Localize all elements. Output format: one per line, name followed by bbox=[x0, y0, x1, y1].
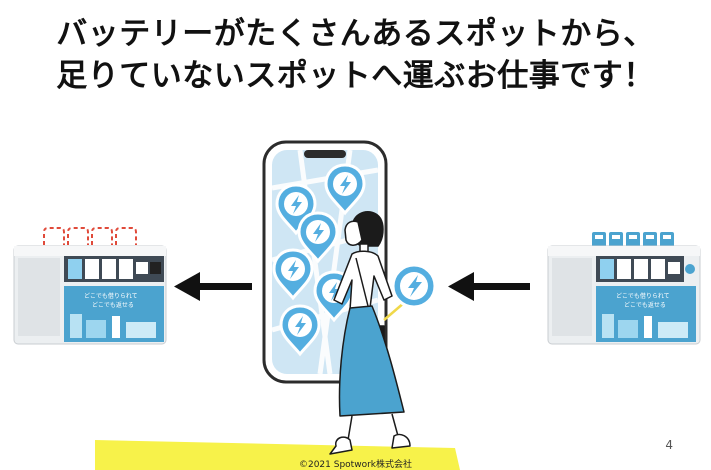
arrow-left-icon bbox=[174, 272, 252, 301]
info-dot bbox=[685, 264, 695, 274]
left-banner-text-1: どこでも借りられて bbox=[84, 292, 138, 300]
left-banner-text-2: どこでも返せる bbox=[92, 301, 134, 309]
headline-line-2: 足りていないスポットへ運ぶお仕事です！ bbox=[56, 58, 655, 94]
walking-woman bbox=[329, 211, 413, 455]
arrow-left-icon bbox=[448, 272, 530, 301]
missing-batteries bbox=[43, 227, 137, 245]
page-number: 4 bbox=[665, 438, 673, 452]
empty-charging-station: どこでも借りられて どこでも返せる bbox=[13, 227, 167, 345]
right-banner-text-1: どこでも借りられて bbox=[616, 292, 670, 300]
copyright: ©2021 Spotwork株式会社 bbox=[298, 460, 412, 470]
yellow-highlight bbox=[95, 440, 460, 470]
headline-line-1: バッテリーがたくさんあるスポットから、 bbox=[56, 16, 655, 52]
right-banner-text-2: どこでも返せる bbox=[624, 301, 666, 309]
full-charging-station: どこでも借りられて どこでも返せる bbox=[547, 232, 701, 345]
lightning-pin-icon bbox=[391, 263, 437, 309]
